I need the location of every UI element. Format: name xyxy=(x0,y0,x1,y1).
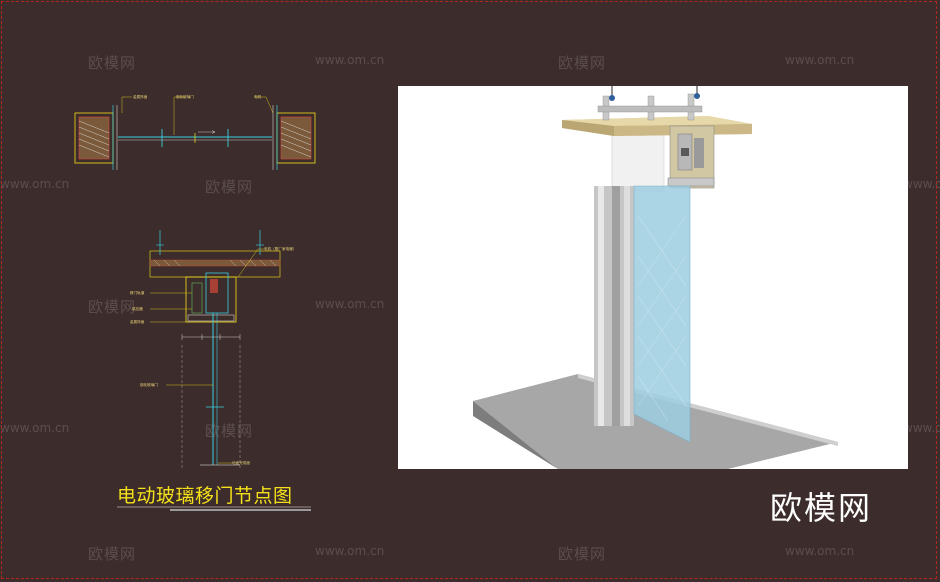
site-logo: 欧模网 xyxy=(770,489,873,527)
section-view-drawing: 电机（照厂家电器） 移门轨道 感应器 金属饰面 钢化玻璃门 地面完成面 xyxy=(130,230,296,470)
door-3d-render xyxy=(473,86,838,469)
render-panel xyxy=(398,86,908,469)
label-glass-door: 钢化玻璃门 xyxy=(176,94,194,99)
watermark-site: www.om.cn xyxy=(0,177,70,191)
dimension-line xyxy=(181,334,241,470)
watermark-brand: 欧模网 xyxy=(558,545,607,563)
glass-door-vertical xyxy=(200,313,240,466)
watermark-site: www.om.cn xyxy=(315,53,385,67)
watermark-brand: 欧模网 xyxy=(205,178,254,196)
label-motor-note: 电机（照厂家电器） xyxy=(264,246,296,251)
watermark-brand: 欧模网 xyxy=(558,54,607,72)
ceiling-slab xyxy=(149,230,281,278)
label-glass-door: 钢化玻璃门 xyxy=(140,382,158,387)
watermark-brand: 欧模网 xyxy=(88,545,137,563)
watermark-brand: 欧模网 xyxy=(88,298,137,316)
right-wall-section xyxy=(272,105,316,170)
track-mechanism xyxy=(597,86,715,189)
label-metal-trim: 金属饰面 xyxy=(133,94,148,99)
watermark-site: www.om.cn xyxy=(785,544,855,558)
watermark-site: www.om.cn xyxy=(903,177,940,191)
watermark-site: www.om.cn xyxy=(785,53,855,67)
label-floor-finish: 地面完成面 xyxy=(232,460,250,465)
watermark-site: www.om.cn xyxy=(903,421,940,435)
label-motor: 电机 xyxy=(254,94,262,99)
drawing-title: 电动玻璃移门节点图 xyxy=(117,485,293,507)
title-underline xyxy=(117,506,311,511)
left-wall-section xyxy=(74,105,118,170)
watermark-brand: 欧模网 xyxy=(88,54,137,72)
plan-view-drawing: 金属饰面 钢化玻璃门 电机 xyxy=(74,94,316,170)
glass-door-panels xyxy=(118,129,272,147)
wall-block xyxy=(611,128,665,192)
watermark-site: www.om.cn xyxy=(0,421,70,435)
label-door-track: 移门轨道 xyxy=(130,290,145,295)
label-metal-trim: 金属饰面 xyxy=(130,319,145,324)
watermark-site: www.om.cn xyxy=(315,544,385,558)
watermark-site: www.om.cn xyxy=(315,297,385,311)
glass-panel xyxy=(633,185,691,443)
door-header-box xyxy=(185,272,237,323)
ceiling-board xyxy=(562,116,752,136)
label-guide-strip: 感应器 xyxy=(132,306,143,311)
metal-column xyxy=(594,186,634,426)
